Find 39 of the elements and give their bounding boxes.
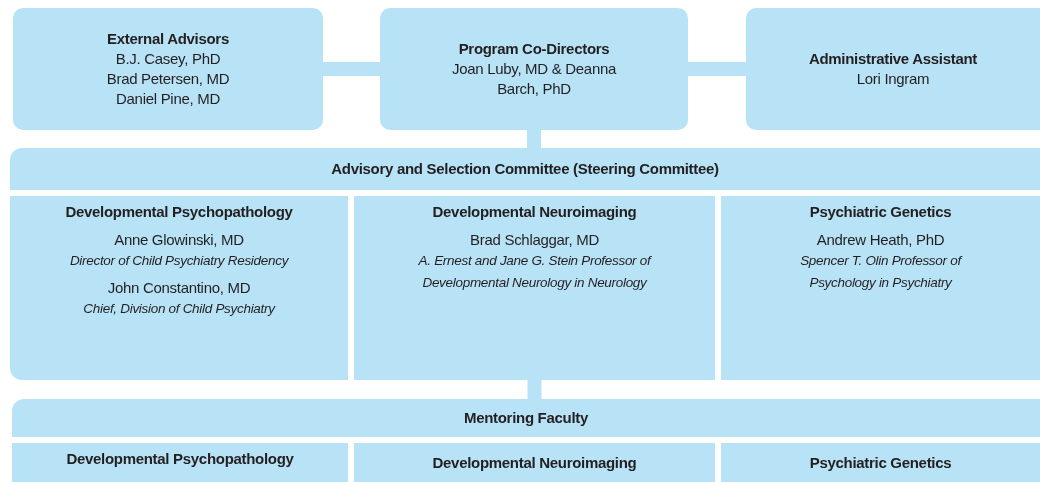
heading: Psychiatric Genetics (809, 453, 952, 473)
org-box (380, 8, 688, 130)
heading: Developmental Neuroimaging (432, 453, 637, 473)
heading: External Advisors (107, 29, 229, 49)
heading: Psychiatric Genetics (809, 202, 952, 222)
org-box (746, 8, 1040, 130)
connector (323, 62, 380, 76)
org-box (10, 148, 1040, 190)
role-title: Chief, Division of Child Psychiatry (83, 300, 275, 318)
connector (527, 130, 541, 148)
person-name: Daniel Pine, MD (116, 89, 220, 109)
person-name: Anne Glowinski, MD (114, 230, 244, 250)
org-box (10, 196, 348, 380)
person-name: B.J. Casey, PhD (115, 49, 221, 69)
role-title: Spencer T. Olin Professor of Psychology in Psychiatry (799, 252, 964, 292)
heading: Developmental Psychopathology (66, 449, 294, 469)
person-name: Brad Schlaggar, MD (470, 230, 599, 250)
connector (688, 62, 746, 76)
heading: Advisory and Selection Committee (Steering Committee) (331, 159, 719, 179)
connector (527, 380, 542, 399)
org-box (12, 399, 1040, 437)
org-box (12, 443, 348, 482)
org-box (354, 196, 715, 380)
role-title: A. Ernest and Jane G. Stein Professor of Developmental Neurology in Neurology (417, 252, 653, 292)
person-name: Andrew Heath, PhD (816, 230, 945, 250)
heading: Developmental Neuroimaging (432, 202, 637, 222)
person-name: Joan Luby, MD & Deanna Barch, PhD (450, 59, 618, 99)
role-title: Director of Child Psychiatry Residency (69, 252, 289, 270)
person-name: Brad Petersen, MD (106, 69, 230, 89)
org-box (354, 443, 715, 482)
heading: Administrative Assistant (808, 49, 978, 69)
heading: Developmental Psychopathology (65, 202, 293, 222)
org-box (13, 8, 323, 130)
heading: Mentoring Faculty (463, 408, 589, 428)
person-name: John Constantino, MD (107, 278, 251, 298)
heading: Program Co-Directors (458, 39, 610, 59)
person-name: Lori Ingram (856, 69, 930, 89)
org-box (721, 443, 1040, 482)
org-box (721, 196, 1040, 380)
